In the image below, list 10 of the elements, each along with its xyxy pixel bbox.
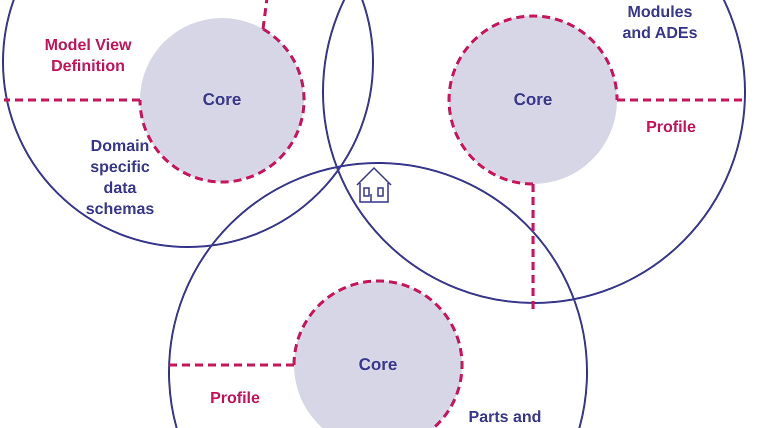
region-label: Modules and ADEs bbox=[622, 3, 698, 44]
region-label: Profile bbox=[645, 118, 697, 138]
core-label: Core bbox=[202, 90, 242, 110]
region-label: Model View Definition bbox=[44, 36, 132, 77]
region-label: Domain specific data schemas bbox=[84, 137, 156, 220]
core-label: Core bbox=[514, 90, 552, 110]
region-label: Profile bbox=[209, 389, 261, 409]
venn-circle bbox=[322, 0, 746, 304]
core-label: Core bbox=[358, 355, 398, 375]
region-label: Parts and bbox=[468, 408, 542, 428]
